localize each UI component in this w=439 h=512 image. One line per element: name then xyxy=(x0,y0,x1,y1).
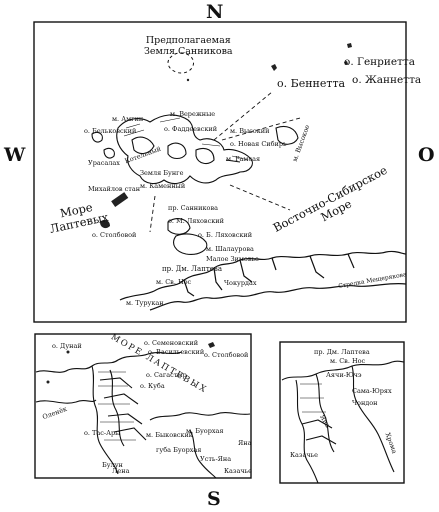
label-belkovsky: о. Бельковский xyxy=(84,127,137,135)
label-chokurdakh: Чокурдах xyxy=(224,279,257,287)
inset-left-label-yana: Яна xyxy=(238,439,252,447)
label-henrietta-island: о. Генриетта xyxy=(344,56,415,68)
inset-left-label-vasilevsky: о. Васильевский xyxy=(148,348,205,356)
label-mikhailov-stan: Михайлов стан xyxy=(88,185,141,193)
label-sannikov-strait: пр. Санникова xyxy=(168,204,218,212)
label-b-lyakhovsky: о. Б. Ляховский xyxy=(198,231,253,239)
label-jeannette-island: о. Жаннетта xyxy=(352,74,422,86)
label-vrezhnye: м. Вережные xyxy=(170,110,216,118)
inset-left-stolbovoy xyxy=(208,342,215,348)
inset-left-label-semyonovsky: о. Семеновский xyxy=(144,339,199,347)
label-faddeevsky: о. Фаддеевский xyxy=(164,125,218,133)
mainland-coast xyxy=(119,250,407,311)
inset-left-label-bay: губа Буорхая xyxy=(156,446,202,454)
inset-left-frame xyxy=(34,333,252,479)
inset-left-label-sagastyr: о. Сагастыр xyxy=(146,371,187,379)
label-kamenny: м. Каменный xyxy=(140,182,186,190)
jeannette-island xyxy=(344,61,348,65)
bennett-island xyxy=(271,64,277,71)
inset-right-label-laptev-strait: пр. Дм. Лаптева xyxy=(314,348,370,356)
inset-right-label-sama-yuryakh: Сама-Юрях xyxy=(352,387,392,395)
label-bunge: Земля Бунге xyxy=(140,169,184,177)
inset-left-coast xyxy=(35,351,251,479)
label-ramsay: м. Рамсая xyxy=(226,155,261,163)
main-map-frame xyxy=(33,21,407,323)
stolbovoy-island xyxy=(100,219,110,229)
compass-east: O xyxy=(418,144,435,166)
label-vysoky: м. Высокий xyxy=(230,127,270,135)
inset-left-label-stolbovoy: о. Столбовой xyxy=(204,351,249,359)
label-m-lyakhovsky: о. М. Ляховский xyxy=(168,217,224,225)
label-bennett-island: о. Беннетта xyxy=(277,77,346,90)
sannikov-land-outline xyxy=(167,52,195,74)
inset-right-label-kazachye: Казачье xyxy=(290,451,319,459)
henrietta-island xyxy=(347,43,352,48)
inset-right-coast xyxy=(281,360,405,484)
label-stolbovoy: о. Столбовой xyxy=(92,231,137,239)
label-laptev-strait: пр. Дм. Лаптева xyxy=(162,265,222,273)
label-shalaurova: м. Шалаурова xyxy=(206,245,254,253)
compass-north: N xyxy=(206,1,224,23)
inset-left-label-dunay: о. Дунай xyxy=(52,342,82,350)
inset-left-label-kazachye: Казачье xyxy=(224,467,253,475)
inset-left-label-buorkhaya: м. Буорхая xyxy=(186,427,224,435)
compass-south: S xyxy=(207,488,221,510)
inset-left-label-bykovsky: м. Быковский xyxy=(146,431,194,439)
inset-right-label-svyatoy-nos: м. Св. Нос xyxy=(330,357,366,365)
inset-left-label-ust-yana: Усть-Яна xyxy=(200,455,232,463)
label-svyatoy-nos: м. Св. Нос xyxy=(156,278,192,286)
inset-left-delta-hatch xyxy=(98,371,136,441)
inset-left-label-kuba: о. Куба xyxy=(140,382,165,390)
lyakhovsky-islands xyxy=(167,218,208,255)
label-sannikov-land: Предполагаемая Земля Санникова xyxy=(144,35,233,57)
route-line-bennett xyxy=(213,91,273,141)
inset-right-hatch xyxy=(300,383,326,413)
label-new-siberia: о. Новая Сибирь xyxy=(230,140,287,148)
route-line-south xyxy=(149,195,156,233)
compass-west: W xyxy=(4,144,26,166)
new-siberian-islands xyxy=(91,114,299,185)
mikhailov-stan-marker xyxy=(111,192,129,208)
inset-left-label-tas-ary: о. Тас-Ары xyxy=(84,429,121,437)
inset-right-label-chondon: Чондон xyxy=(352,399,378,407)
label-urasalakh: Урасалах xyxy=(88,159,120,167)
label-maloe-zimovie: Малое Зимовье xyxy=(206,255,259,263)
label-amgin: м. Амгин xyxy=(112,115,144,123)
island-hatching xyxy=(123,117,249,161)
inset-right-label-ayon: Аячи-Ючэ xyxy=(326,371,362,379)
route-line-se xyxy=(229,184,291,211)
label-turukan: м. Турукан xyxy=(126,299,164,307)
inset-left-label-lena: Лена xyxy=(112,467,130,475)
inset-right-frame xyxy=(279,341,405,484)
inset-left-label-bulun: Булун xyxy=(102,461,123,469)
